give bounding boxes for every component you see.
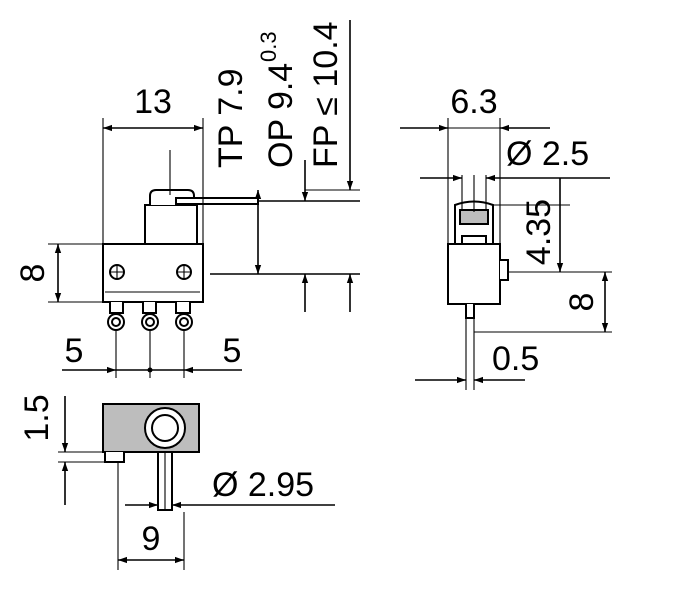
dim-label-0-5: 0.5 bbox=[492, 340, 539, 378]
terminals-front bbox=[107, 302, 193, 331]
dim-label-13: 13 bbox=[134, 83, 172, 121]
dim-label-8-left: 8 bbox=[14, 264, 52, 283]
dim-label-dia-2-95: Ø 2.95 bbox=[212, 466, 314, 504]
side-tab bbox=[500, 259, 509, 281]
dim-label-5-right: 5 bbox=[223, 332, 242, 370]
dim-label-1-5: 1.5 bbox=[18, 394, 56, 441]
dim-label-tp: TP 7.9 bbox=[212, 68, 250, 168]
bottom-hole bbox=[151, 414, 179, 442]
mount-hole-left-cross bbox=[110, 265, 124, 279]
side-slot bbox=[461, 235, 487, 245]
dim-label-8-right: 8 bbox=[563, 293, 601, 312]
dim-label-6-3: 6.3 bbox=[450, 83, 497, 121]
dim-label-dia-2-5: Ø 2.5 bbox=[506, 135, 589, 173]
bottom-view: 1.5 Ø 2.95 9 bbox=[18, 394, 335, 570]
center-dot bbox=[147, 367, 153, 373]
side-button bbox=[459, 209, 489, 225]
side-view: 6.3 Ø 2.5 4.35 8 0.5 bbox=[400, 83, 612, 390]
mount-hole-right-cross bbox=[177, 265, 191, 279]
dim-label-op: OP 9.4 bbox=[262, 63, 300, 168]
side-terminal bbox=[465, 304, 475, 319]
actuator-housing bbox=[144, 204, 198, 246]
dim-label-op-tol: 0.3 bbox=[256, 31, 281, 62]
dim-label-5-left: 5 bbox=[65, 332, 84, 370]
lever-arm bbox=[175, 197, 259, 205]
bottom-foot bbox=[104, 452, 125, 463]
dim-label-9: 9 bbox=[142, 520, 161, 558]
dim-label-fp: FP ≤ 10.4 bbox=[307, 21, 345, 168]
side-body bbox=[447, 243, 501, 305]
dim-label-4-35: 4.35 bbox=[520, 199, 558, 265]
front-view: 13 TP 7.9 OP 9.4 0.3 FP ≤ 10.4 8 5 5 bbox=[14, 20, 360, 378]
